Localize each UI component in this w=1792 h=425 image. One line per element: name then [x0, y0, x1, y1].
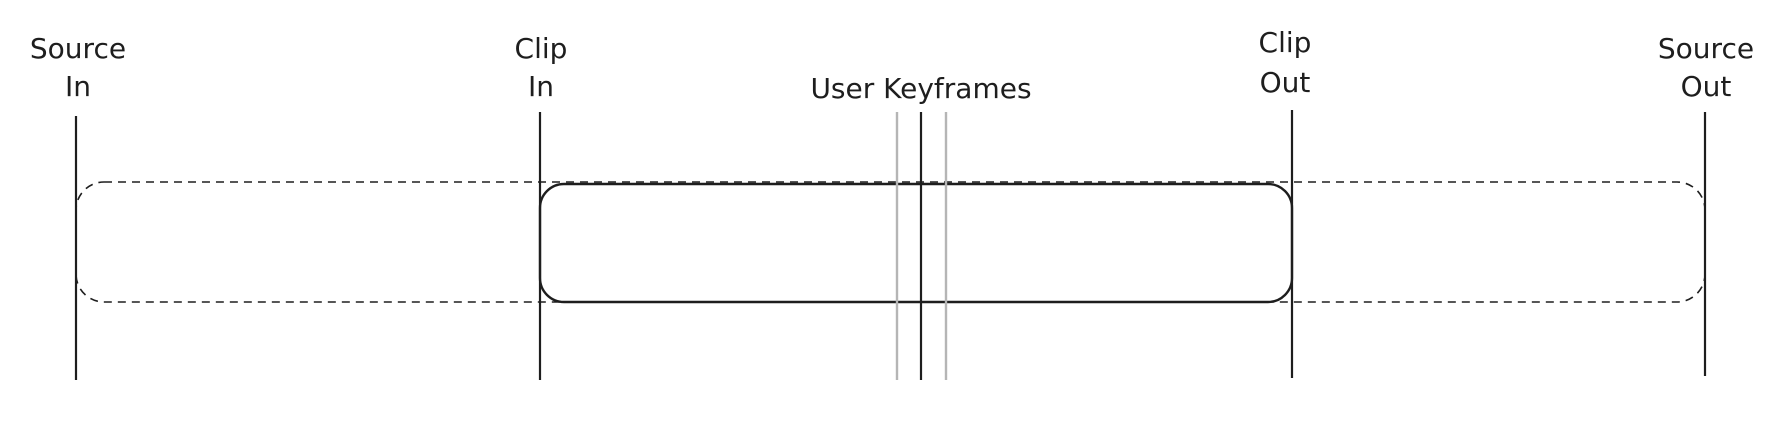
- clip-in-label-line2: In: [528, 70, 554, 103]
- clip-out-label-line2: Out: [1260, 66, 1311, 99]
- source-in-label-line1: Source: [30, 32, 126, 65]
- source-out-label-line2: Out: [1681, 70, 1732, 103]
- clip-range-box: [538, 182, 1294, 304]
- source-out-label-line1: Source: [1658, 32, 1754, 65]
- source-in-label-line2: In: [65, 70, 91, 103]
- clip-out-label-line1: Clip: [1259, 26, 1312, 59]
- clip-in-label-line1: Clip: [515, 32, 568, 65]
- user-keyframes-label: User Keyframes: [810, 72, 1031, 105]
- source-range-box: [75, 181, 1706, 303]
